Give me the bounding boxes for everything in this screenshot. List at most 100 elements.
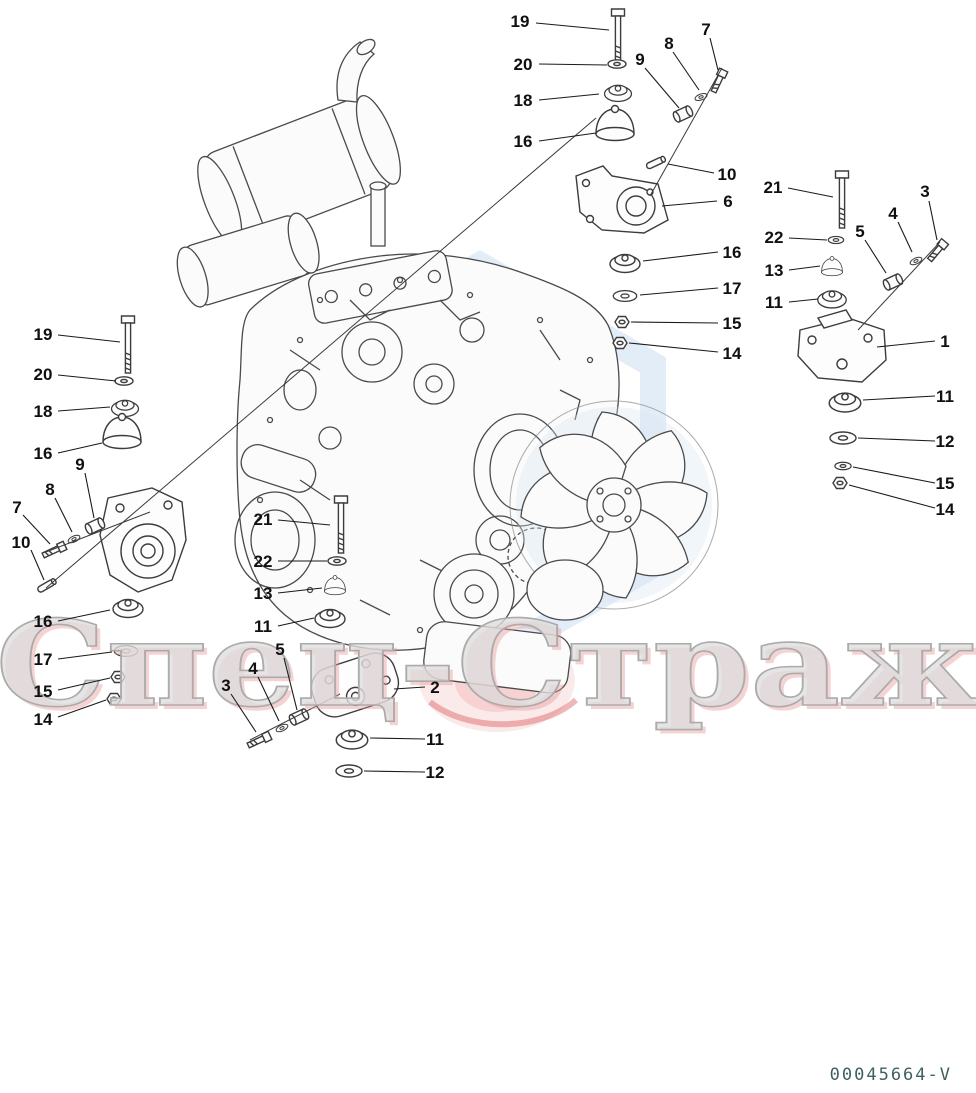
leader-line-20 bbox=[57, 374, 117, 382]
callout-label-21: 21 bbox=[764, 178, 783, 197]
mount-11-right bbox=[817, 290, 847, 309]
leader-line-10 bbox=[30, 549, 45, 581]
callout-label-12: 12 bbox=[936, 432, 955, 451]
bushing-9-top bbox=[671, 104, 695, 124]
callout-label-19: 19 bbox=[34, 325, 53, 344]
leader-line-4 bbox=[897, 221, 913, 253]
callout-label-8: 8 bbox=[45, 480, 54, 499]
dome-13-right bbox=[821, 256, 843, 277]
callout-label-7: 7 bbox=[701, 20, 710, 39]
callout-label-16: 16 bbox=[514, 132, 533, 151]
leader-line-1 bbox=[876, 340, 936, 348]
washer-22-bottom bbox=[327, 556, 347, 566]
leader-line-8 bbox=[54, 497, 73, 533]
bolt-19-left bbox=[120, 315, 136, 374]
callout-label-11: 11 bbox=[254, 617, 272, 636]
pin-10-left bbox=[36, 577, 58, 594]
callout-label-7: 7 bbox=[12, 498, 21, 517]
leader-line-14 bbox=[57, 699, 107, 718]
callout-label-16: 16 bbox=[723, 243, 742, 262]
callout-label-5: 5 bbox=[855, 222, 864, 241]
watermark-text: Спец-Страж bbox=[0, 594, 976, 733]
air-cleaner bbox=[176, 212, 320, 308]
callout-label-13: 13 bbox=[765, 261, 784, 280]
callout-label-10: 10 bbox=[12, 533, 31, 552]
bolt-21-right bbox=[834, 170, 850, 229]
leader-line-11 bbox=[277, 617, 315, 627]
callout-label-14: 14 bbox=[936, 500, 955, 519]
callout-label-13: 13 bbox=[254, 584, 273, 603]
leader-line-7 bbox=[22, 514, 51, 545]
washer-4-right bbox=[908, 255, 924, 267]
washer-20-top bbox=[607, 59, 627, 69]
callout-label-11: 11 bbox=[765, 293, 783, 312]
callout-label-17: 17 bbox=[723, 279, 742, 298]
breather-pipe bbox=[369, 181, 387, 247]
callout-label-15: 15 bbox=[936, 474, 955, 493]
leader-line-14 bbox=[848, 484, 936, 509]
assembly-axis-lines bbox=[45, 67, 941, 741]
callout-label-16: 16 bbox=[34, 444, 53, 463]
mount-18-top bbox=[603, 84, 633, 103]
leader-line-17 bbox=[639, 287, 719, 296]
leader-line-20 bbox=[538, 63, 608, 66]
leader-line-4 bbox=[257, 676, 280, 722]
leader-line-13 bbox=[788, 265, 821, 271]
leader-line-22 bbox=[788, 237, 828, 241]
callout-label-18: 18 bbox=[514, 91, 533, 110]
document-id: 00045664-V bbox=[830, 1065, 952, 1085]
leader-line-3 bbox=[928, 200, 938, 241]
callout-label-1: 1 bbox=[940, 332, 949, 351]
leader-line-11 bbox=[862, 395, 936, 401]
washer-12-right bbox=[829, 431, 857, 445]
bracket-2-bottom bbox=[310, 652, 400, 718]
callout-label-11: 11 bbox=[426, 730, 444, 749]
callout-label-18: 18 bbox=[34, 402, 53, 421]
callout-label-22: 22 bbox=[254, 552, 273, 571]
mount-16-mid bbox=[609, 253, 641, 274]
nut-14-mid bbox=[612, 336, 628, 350]
callout-label-14: 14 bbox=[723, 344, 742, 363]
callout-label-6: 6 bbox=[723, 192, 732, 211]
leader-line-12 bbox=[857, 437, 936, 442]
leader-line-15 bbox=[852, 466, 936, 484]
watermark-text-shadow: Спец-Страж bbox=[0, 598, 976, 737]
leader-line-15 bbox=[630, 321, 719, 324]
leader-line-7 bbox=[709, 37, 719, 71]
dome-mount-16-left bbox=[102, 412, 142, 450]
crank-pulley bbox=[433, 553, 604, 635]
callout-label-4: 4 bbox=[888, 204, 898, 223]
leader-line-21 bbox=[787, 187, 834, 198]
dome-mount-16-top bbox=[595, 104, 635, 142]
leader-line-13 bbox=[277, 587, 323, 594]
bolt-7-top bbox=[708, 67, 729, 95]
washer-22-right bbox=[827, 235, 845, 245]
oil-pan bbox=[423, 621, 572, 694]
leader-line-16 bbox=[57, 442, 103, 454]
callout-label-3: 3 bbox=[221, 676, 230, 695]
callout-label-17: 17 bbox=[34, 650, 53, 669]
callout-label-10: 10 bbox=[718, 165, 737, 184]
leader-line-2 bbox=[393, 686, 426, 690]
leader-line-18 bbox=[57, 406, 111, 412]
leader-line-16 bbox=[57, 609, 111, 622]
leader-line-10 bbox=[667, 163, 715, 174]
bolt-3-right bbox=[925, 237, 950, 264]
leader-line-21 bbox=[277, 519, 331, 526]
bolt-19-top bbox=[610, 8, 626, 67]
bracket-left bbox=[99, 487, 187, 593]
leader-line-15 bbox=[57, 677, 111, 691]
washer-12-bottom bbox=[335, 764, 363, 778]
leader-line-9 bbox=[644, 67, 680, 109]
muffler bbox=[197, 95, 401, 246]
nut-14-right bbox=[832, 476, 848, 490]
leader-line-19 bbox=[57, 334, 121, 343]
callout-label-5: 5 bbox=[275, 640, 284, 659]
axis-line-3 bbox=[45, 511, 151, 553]
washer-17-mid bbox=[612, 289, 638, 303]
leader-line-18 bbox=[538, 93, 600, 101]
callout-label-8: 8 bbox=[664, 34, 673, 53]
callout-label-22: 22 bbox=[765, 228, 784, 247]
